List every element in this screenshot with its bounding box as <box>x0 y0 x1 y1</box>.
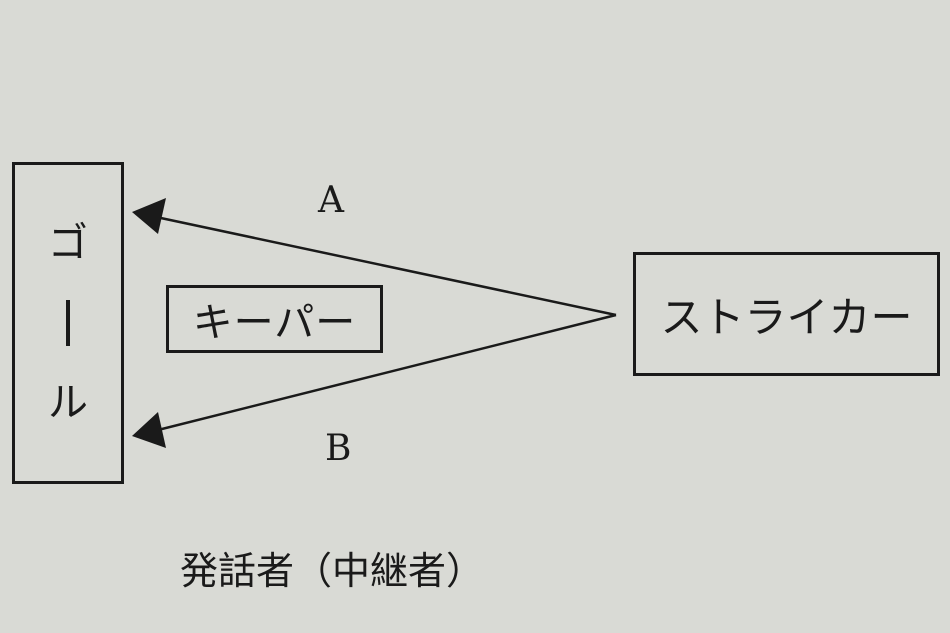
goal-char-go: ゴ <box>48 220 88 266</box>
arrow-b <box>141 313 617 436</box>
goal-label: ゴ ル <box>48 223 88 423</box>
arrow-b-head <box>132 412 166 448</box>
striker-box: ストライカー <box>633 252 940 376</box>
goal-char-long-vowel <box>66 300 70 346</box>
keeper-box: キーパー <box>166 285 383 353</box>
striker-label: ストライカー <box>660 292 913 342</box>
arrow-a-head <box>132 198 166 234</box>
keeper-label: キーパー <box>192 300 357 346</box>
goal-box: ゴ ル <box>12 162 124 484</box>
arrow-a <box>141 212 617 317</box>
route-label-b: B <box>325 428 352 469</box>
route-label-a: A <box>318 180 344 221</box>
speaker-caption: 発話者（中継者） <box>180 549 485 593</box>
goal-char-ru: ル <box>48 380 88 426</box>
